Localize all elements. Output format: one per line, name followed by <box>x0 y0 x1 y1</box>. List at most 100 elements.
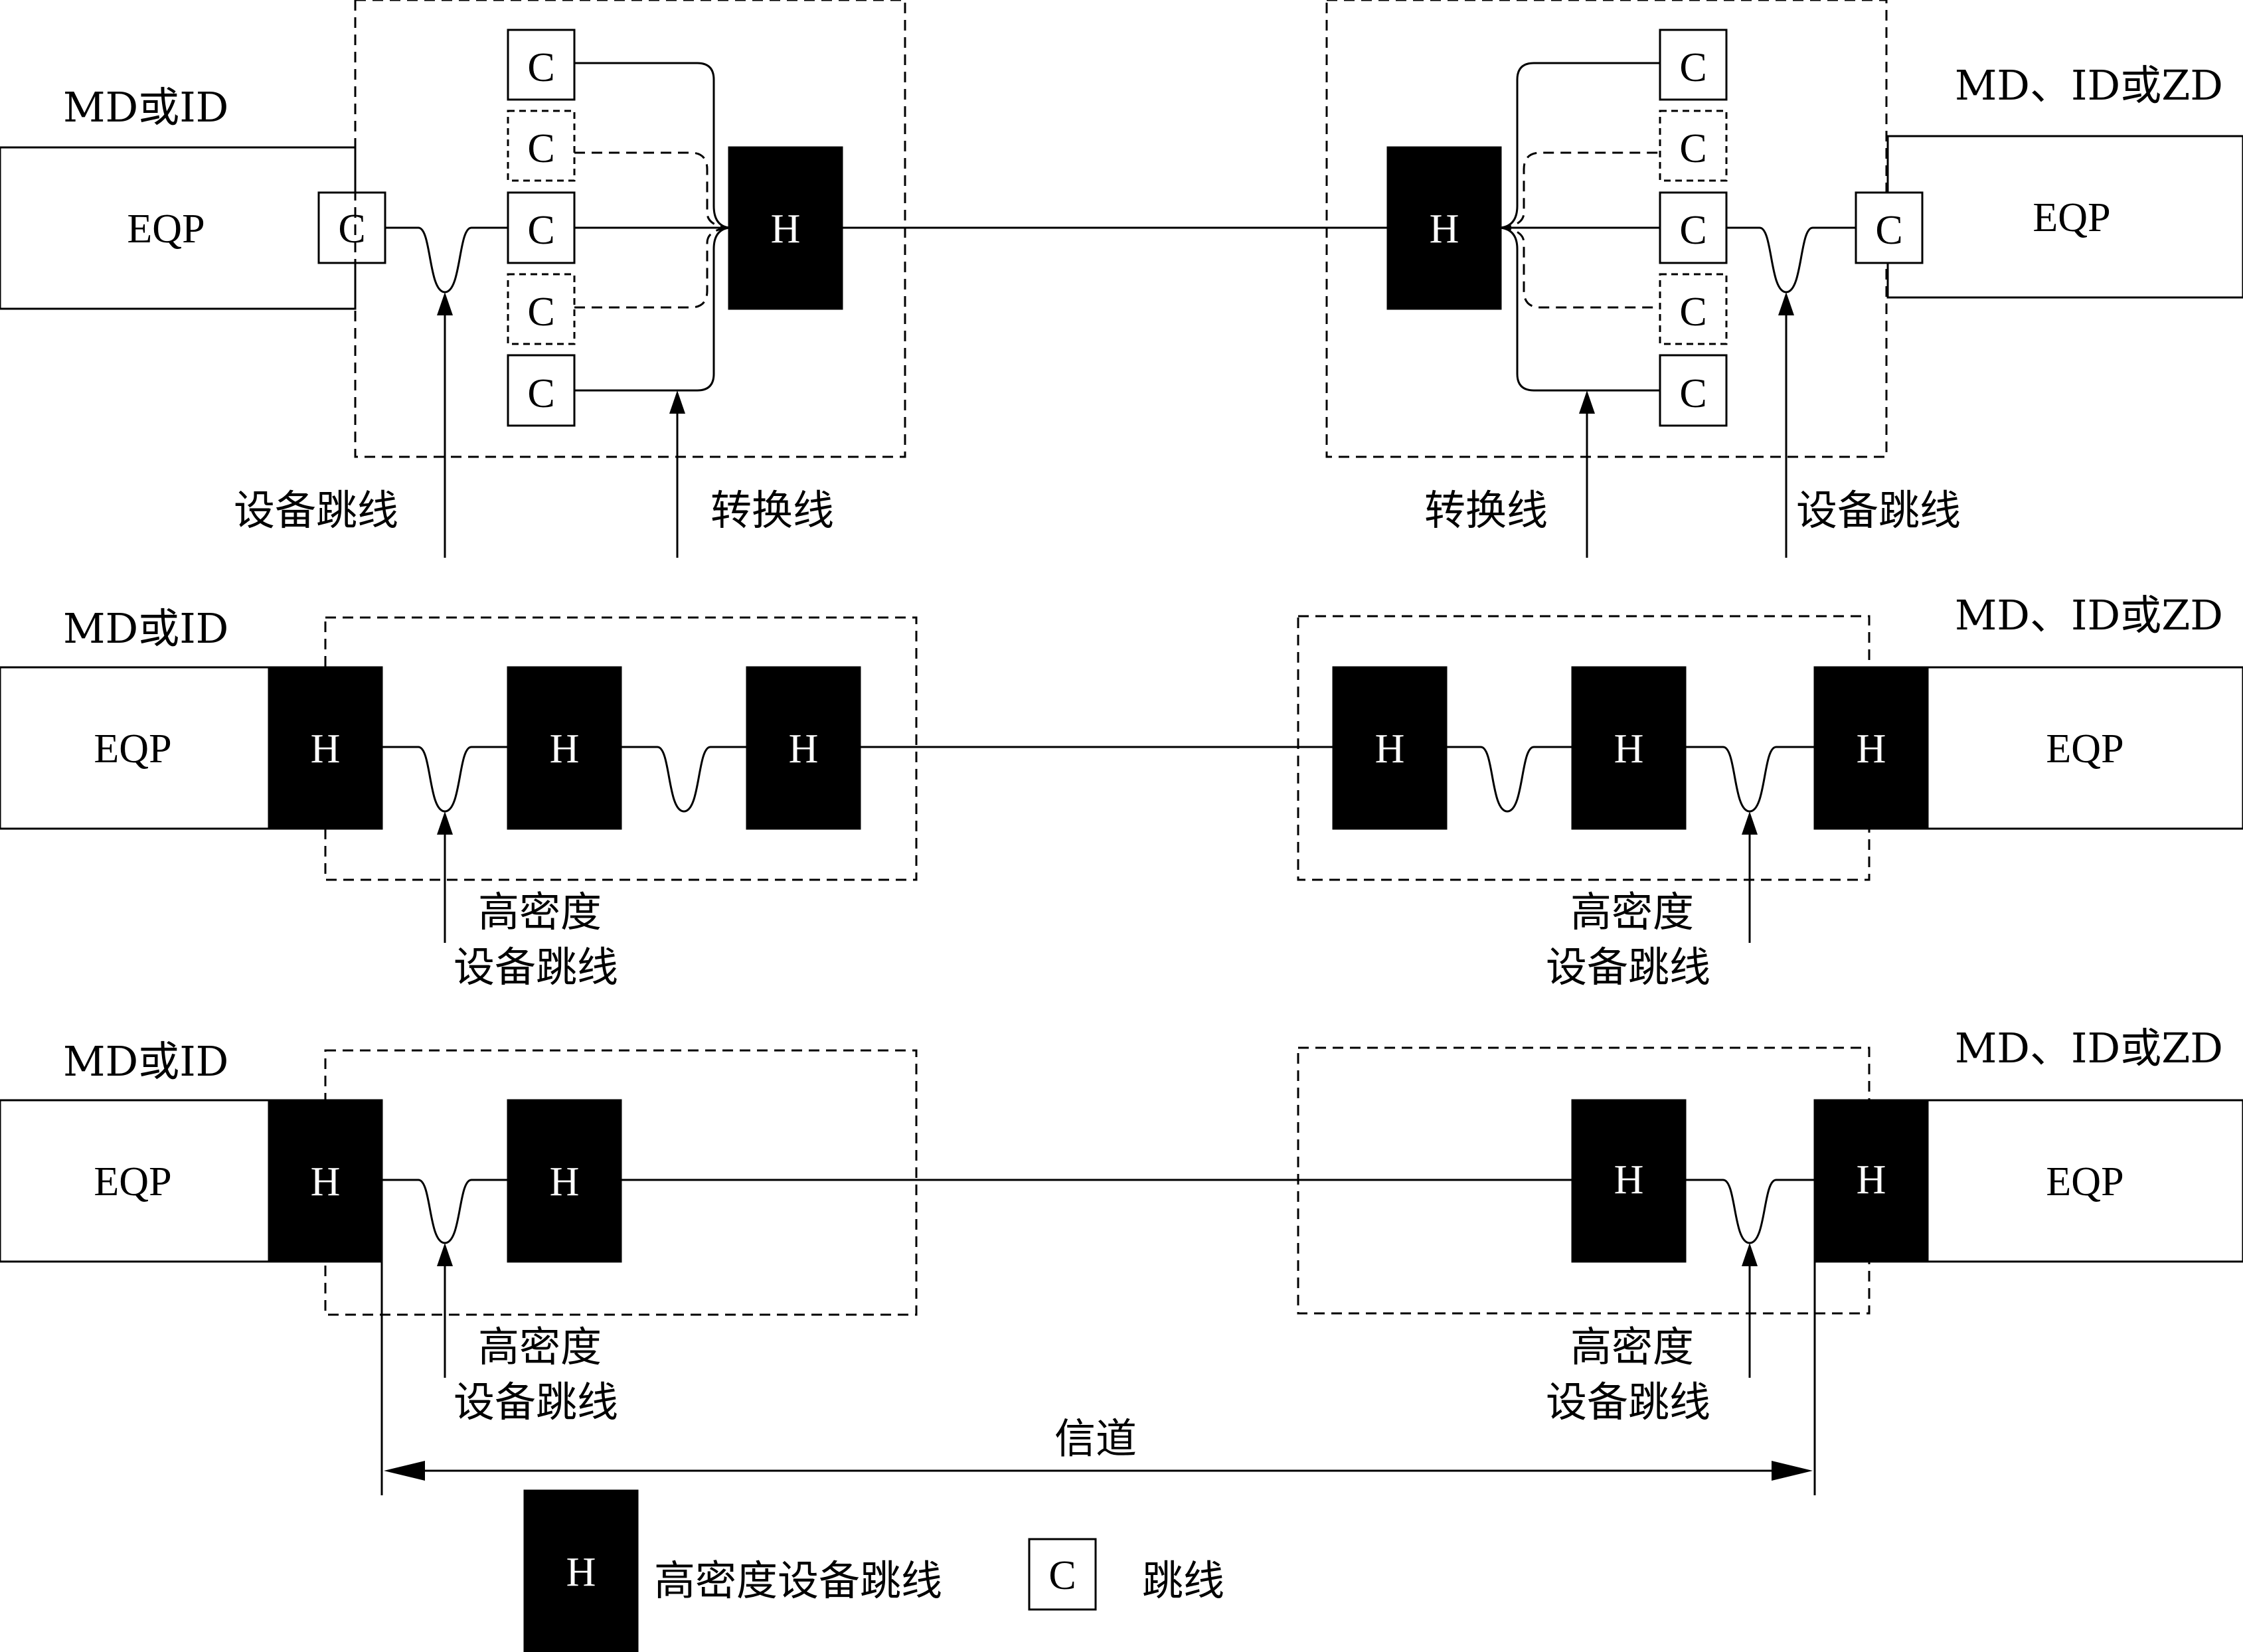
hd-cord-block-label: H <box>311 726 341 772</box>
hd-equipment-cord <box>1446 746 1572 813</box>
eqp-box-right-2 <box>1926 666 2243 830</box>
arrow-head <box>1742 1243 1758 1266</box>
label-hd-line1: 高密度 <box>1570 1323 1694 1371</box>
hd-cord-block <box>728 146 843 310</box>
label-hd-line2: 设备跳线 <box>454 943 618 991</box>
label-hd-line2: 设备跳线 <box>1546 943 1710 991</box>
eqp-box-right-3 <box>1926 1099 2243 1263</box>
eqp-label: EQP <box>94 726 171 772</box>
hd-cord-block-label: H <box>311 1159 341 1204</box>
hd-equipment-cord <box>382 746 508 813</box>
hd-cord-block-label: H <box>1857 1157 1886 1202</box>
location-label-left-1: MD或ID <box>63 83 228 131</box>
hd-cord-block <box>1813 666 1929 830</box>
hd-cord-block-label: H <box>1614 1157 1644 1202</box>
legend-hd-text: 高密度设备跳线 <box>654 1556 942 1605</box>
enclosure-right-1 <box>1325 0 1888 458</box>
label-hd-line2: 设备跳线 <box>1546 1378 1710 1426</box>
arrow-head <box>437 1243 453 1266</box>
connector-c <box>507 29 576 101</box>
arrow-head <box>1742 811 1758 835</box>
label-hd-line1: 高密度 <box>1570 888 1694 936</box>
connector-c-label: C <box>527 45 554 90</box>
label-conversion-cord: 转换线 <box>1424 486 1548 535</box>
hd-equipment-cord <box>382 1179 508 1244</box>
row-2: MD或ID MD、ID或ZD EQP H H H H H H EQP 高密度 设… <box>0 591 2243 991</box>
hd-cord-block-label: H <box>1430 206 1459 252</box>
channel-label: 信道 <box>1054 1414 1137 1463</box>
equipment-cord <box>1726 226 1856 293</box>
hd-cord-block-label: H <box>1375 726 1405 772</box>
hd-cord-block <box>1386 146 1502 310</box>
connector-c <box>507 273 576 345</box>
arrow-head <box>1579 390 1595 414</box>
connector-c-label: C <box>527 208 554 253</box>
connector-c-label: C <box>527 126 554 171</box>
arrow-head <box>384 1461 425 1481</box>
conversion-cord <box>1500 62 1660 229</box>
legend-hd-symbol <box>523 1489 639 1652</box>
hd-cord-block <box>746 666 861 830</box>
legend: H 高密度设备跳线 C 跳线 <box>523 1489 1224 1652</box>
connector-c-label: C <box>527 371 554 416</box>
connector-c <box>1659 29 1728 101</box>
eqp-label: EQP <box>2046 726 2123 772</box>
hd-equipment-cord <box>1685 1179 1815 1244</box>
hd-cord-block-label: H <box>550 1159 580 1204</box>
eqp-label: EQP <box>2033 195 2110 240</box>
location-label-left-2: MD或ID <box>63 604 228 653</box>
connector-c-label: C <box>527 289 554 335</box>
location-label-right-3: MD、ID或ZD <box>1955 1024 2223 1072</box>
label-hd-line1: 高密度 <box>478 888 602 936</box>
connector-c-label: C <box>1875 208 1902 253</box>
arrow-head <box>1778 292 1794 315</box>
conversion-cord <box>574 151 730 229</box>
label-hd-line2: 设备跳线 <box>454 1378 618 1426</box>
label-equipment-cord: 设备跳线 <box>234 486 398 535</box>
legend-c-text: 跳线 <box>1142 1556 1224 1605</box>
hd-cord-block-label: H <box>1614 726 1644 772</box>
arrow-head <box>669 390 685 414</box>
location-label-right-2: MD、ID或ZD <box>1955 591 2223 639</box>
eqp-label: EQP <box>127 206 205 252</box>
location-label-right-1: MD、ID或ZD <box>1955 61 2223 110</box>
hd-cord-block <box>1571 1099 1687 1263</box>
eqp-label: EQP <box>94 1159 171 1204</box>
conversion-cord <box>574 62 730 229</box>
connector-c-label: C <box>1679 45 1706 90</box>
connector-c-label: C <box>1679 371 1706 416</box>
connector-c-label: C <box>1679 126 1706 171</box>
hd-equipment-cord <box>1685 746 1815 813</box>
row-3: MD或ID MD、ID或ZD EQP H H H H EQP 高密度 设备跳线 … <box>0 1024 2243 1495</box>
enclosure-right-2 <box>1297 615 1870 881</box>
conversion-cord <box>574 226 730 392</box>
eqp-box-left-1 <box>0 146 357 310</box>
connector-c <box>507 110 576 182</box>
connector-c <box>1659 273 1728 345</box>
hd-cord-block-label: H <box>771 206 801 252</box>
label-conversion-cord: 转换线 <box>710 486 834 535</box>
eqp-label: EQP <box>2046 1159 2123 1204</box>
connector-c <box>1659 110 1728 182</box>
connector-c-label: C <box>1679 208 1706 253</box>
hd-cord-block <box>507 666 622 830</box>
hd-cord-block <box>268 666 383 830</box>
conversion-cord <box>1500 151 1660 229</box>
eqp-box-left-3 <box>0 1099 270 1263</box>
connector-c <box>1855 191 1924 264</box>
eqp-box-left-2 <box>0 666 270 830</box>
connector-c-label: C <box>338 206 365 252</box>
hd-cord-block-label: H <box>550 726 580 772</box>
connector-c <box>1659 354 1728 427</box>
location-label-left-3: MD或ID <box>63 1037 228 1086</box>
hd-cord-block-label: H <box>1857 726 1886 772</box>
legend-c-symbol-label: C <box>1048 1553 1076 1598</box>
connector-c <box>1659 191 1728 264</box>
hd-cord-block <box>1571 666 1687 830</box>
eqp-box-right-1 <box>1886 135 2243 299</box>
arrow-head <box>1772 1461 1813 1481</box>
equipment-cord <box>385 226 508 293</box>
conversion-cord <box>1500 226 1660 392</box>
connector-c <box>317 191 386 264</box>
